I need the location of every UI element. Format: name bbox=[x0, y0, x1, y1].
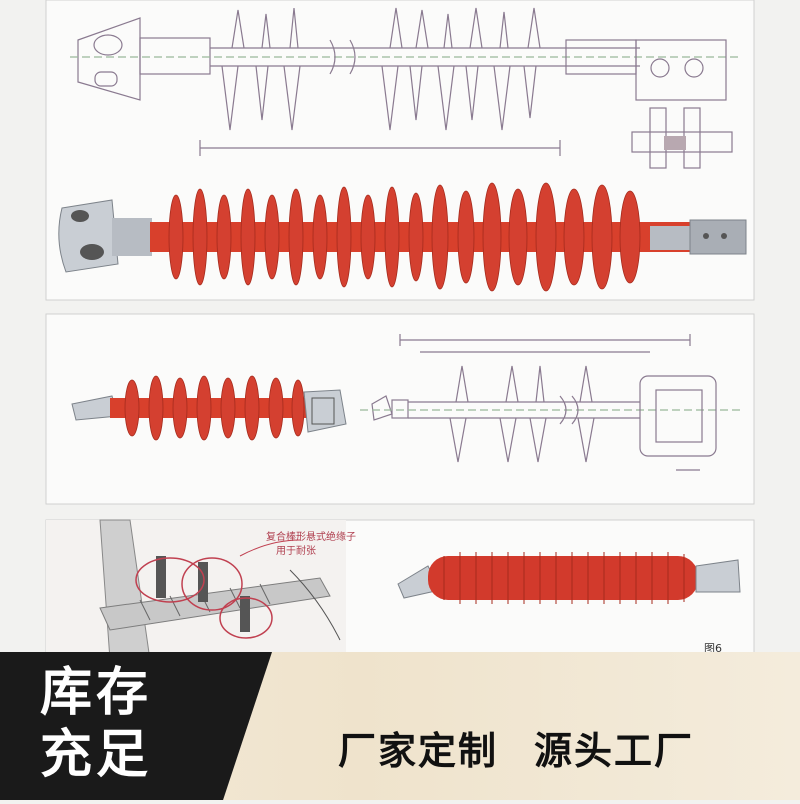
short-insulator-red bbox=[71, 375, 347, 441]
stock-line2: 充足 bbox=[40, 725, 153, 785]
figure-label: 图6 bbox=[704, 642, 722, 655]
top-technical-drawing bbox=[70, 7, 740, 169]
long-rod-insulator-red bbox=[58, 182, 747, 292]
slogan: 厂家定制源头工厂 bbox=[338, 726, 694, 776]
diagram-caption-line2: 用于耐张 bbox=[276, 544, 316, 557]
stock-sufficient-text: 库存 充足 bbox=[40, 662, 210, 786]
slogan-custom-made: 厂家定制 bbox=[338, 729, 499, 773]
promo-banner-dark-block bbox=[0, 652, 272, 800]
tower-application-diagram: 复合棒形悬式绝缘子 用于耐张 bbox=[46, 519, 356, 661]
middle-technical-drawing bbox=[360, 334, 740, 471]
diagram-caption-line1: 复合棒形悬式绝缘子 bbox=[266, 530, 356, 543]
slogan-source-factory: 源头工厂 bbox=[534, 729, 695, 773]
stock-line1: 库存 bbox=[40, 663, 153, 723]
